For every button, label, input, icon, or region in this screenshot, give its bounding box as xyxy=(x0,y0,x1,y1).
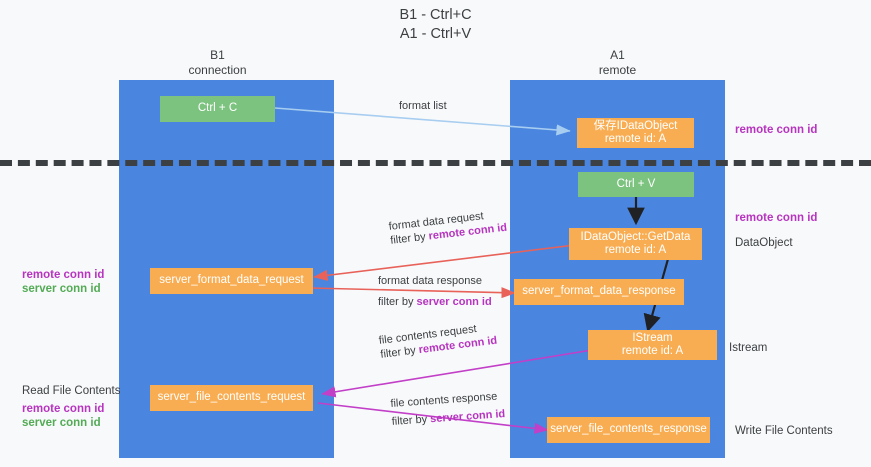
node-save-idataobject[interactable]: 保存IDataObject remote id: A xyxy=(577,118,694,148)
annotation-left-remote-conn-id-1: remote conn id xyxy=(22,269,105,281)
node-server-format-data-response-label: server_format_data_response xyxy=(522,285,676,298)
annotation-read-file-contents: Read File Contents xyxy=(22,385,121,397)
node-ctrl-v-label: Ctrl + V xyxy=(616,177,656,190)
node-save-idataobject-line1: 保存IDataObject xyxy=(593,119,678,132)
arrow-file-contents-response xyxy=(317,402,549,434)
node-save-idataobject-line2: remote id: A xyxy=(604,133,667,145)
arrow-format-data-request xyxy=(313,244,576,281)
column-header-a1: A1 remote xyxy=(555,48,680,77)
filter-by-prefix-2: filter by xyxy=(378,296,417,308)
edge-label-format-list-text: format list xyxy=(399,100,447,112)
column-a1-role: remote xyxy=(598,62,637,77)
title-line-1: B1 - Ctrl+C xyxy=(399,7,472,23)
annotation-remote-conn-id-top: remote conn id xyxy=(735,124,818,136)
annotation-left-server-conn-id-2: server conn id xyxy=(22,417,101,429)
node-istream-line1: IStream xyxy=(632,331,673,344)
arrow-format-data-response xyxy=(309,287,516,299)
node-server-file-contents-response[interactable]: server_file_contents_response xyxy=(547,417,710,443)
arrow-file-contents-request xyxy=(321,349,593,398)
page-title: B1 - Ctrl+C A1 - Ctrl+V xyxy=(0,6,871,44)
annotation-istream: Istream xyxy=(729,342,768,354)
node-server-file-contents-request[interactable]: server_file_contents_request xyxy=(150,385,313,411)
annotation-left-remote-conn-id-2: remote conn id xyxy=(22,403,105,415)
annotation-left-server-conn-id-1: server conn id xyxy=(22,283,101,295)
filter-by-prefix-4: filter by xyxy=(391,413,431,428)
server-conn-id-key-1: server conn id xyxy=(416,296,492,308)
node-server-file-contents-response-label: server_file_contents_response xyxy=(550,423,707,436)
column-b1-role: connection xyxy=(188,62,247,77)
node-server-format-data-request[interactable]: server_format_data_request xyxy=(150,268,313,294)
edge-label-format-data-response-line1: format data response xyxy=(378,275,482,287)
title-line-2: A1 - Ctrl+V xyxy=(399,26,472,42)
edge-label-format-data-response-line2: filter by server conn id xyxy=(378,295,492,309)
node-ctrl-v[interactable]: Ctrl + V xyxy=(578,172,694,197)
column-b1-name: B1 xyxy=(210,48,225,62)
node-ctrl-c-label: Ctrl + C xyxy=(197,102,238,115)
node-getdata-line1: IDataObject::GetData xyxy=(580,230,691,243)
arrow-format-list xyxy=(274,107,571,136)
edge-label-format-data-response: format data response filter by server co… xyxy=(378,274,492,309)
annotation-dataobject: DataObject xyxy=(735,237,793,249)
column-a1-name: A1 xyxy=(610,48,625,62)
node-server-format-data-request-label: server_format_data_request xyxy=(159,274,304,287)
node-getdata-line2: remote id: A xyxy=(604,244,667,256)
node-server-file-contents-request-label: server_file_contents_request xyxy=(157,391,306,404)
node-istream[interactable]: IStream remote id: A xyxy=(588,330,717,360)
phase-divider xyxy=(0,160,871,166)
node-istream-line2: remote id: A xyxy=(621,345,684,357)
node-server-format-data-response[interactable]: server_format_data_response xyxy=(514,279,684,305)
annotation-write-file-contents: Write File Contents xyxy=(735,425,833,437)
column-header-b1: B1 connection xyxy=(155,48,280,77)
node-ctrl-c[interactable]: Ctrl + C xyxy=(160,96,275,122)
annotation-remote-conn-id-mid: remote conn id xyxy=(735,212,818,224)
node-idataobject-getdata[interactable]: IDataObject::GetData remote id: A xyxy=(569,228,702,260)
edge-label-format-list: format list xyxy=(399,99,447,113)
